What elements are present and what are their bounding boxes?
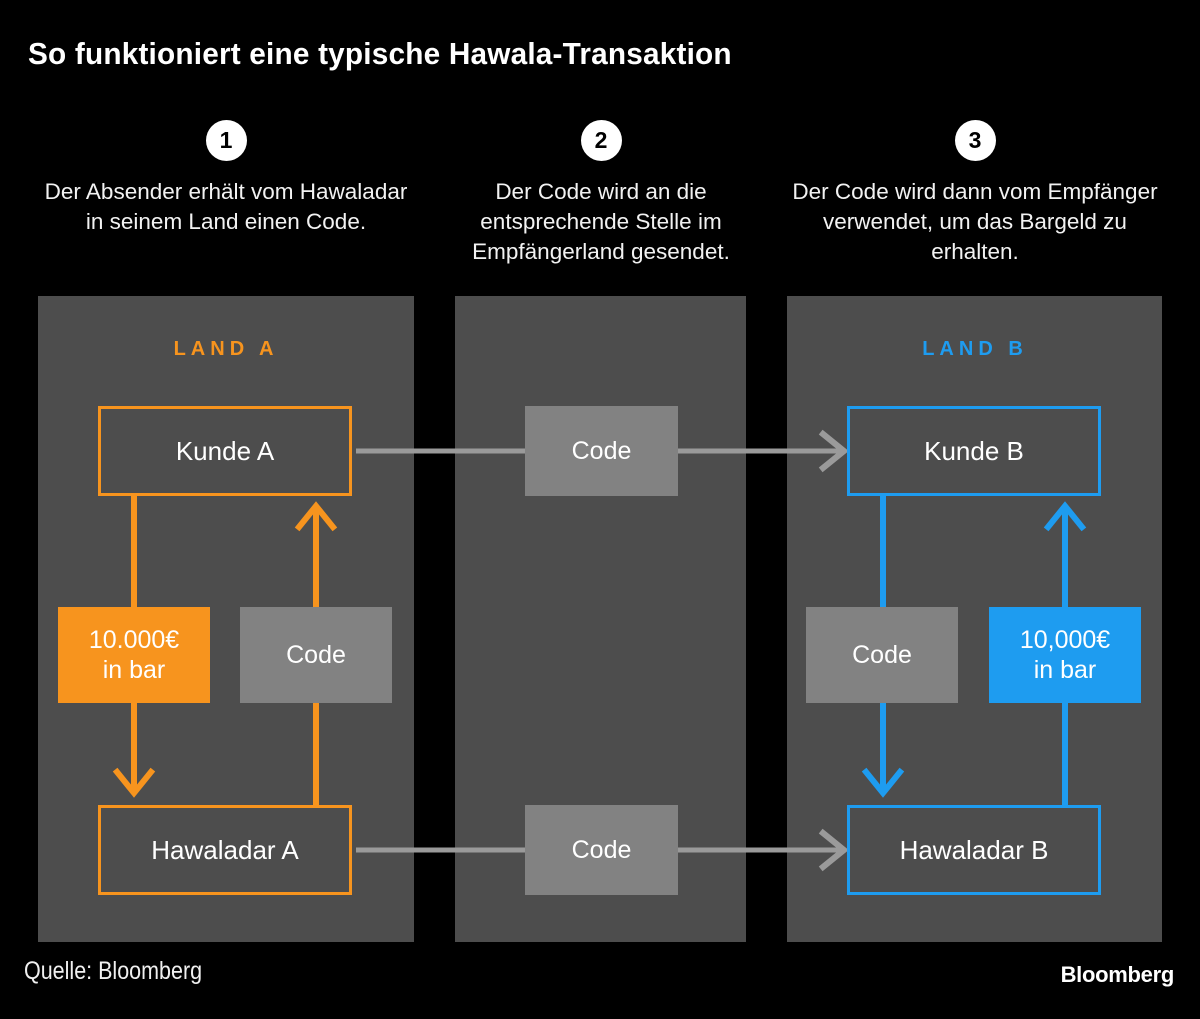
node-code-a-label: Code	[286, 640, 346, 669]
node-code-middle-top-label: Code	[571, 436, 632, 465]
node-code-middle-bottom-label: Code	[571, 835, 632, 864]
node-kunde-a-label: Kunde A	[175, 435, 275, 466]
node-code-middle-bottom[interactable]: Code	[525, 805, 678, 895]
step-1: 1 Der Absender erhält vom Hawaladar in s…	[40, 120, 412, 237]
step-2: 2 Der Code wird an die entsprechende Ste…	[455, 120, 747, 267]
country-label-a: LAND A	[173, 338, 279, 360]
step-2-text: Der Code wird an die entsprechende Stell…	[472, 179, 730, 264]
node-kunde-b[interactable]: Kunde B	[847, 406, 1101, 496]
node-hawaladar-a-label: Hawaladar A	[151, 834, 299, 865]
node-hawaladar-b-label: Hawaladar B	[899, 834, 1049, 865]
steps-row: 1 Der Absender erhält vom Hawaladar in s…	[0, 120, 1200, 285]
bloomberg-logo: Bloomberg	[1060, 962, 1175, 987]
node-code-b-label: Code	[852, 640, 912, 669]
node-hawaladar-b[interactable]: Hawaladar B	[847, 805, 1101, 895]
node-cash-b[interactable]: 10,000€ in bar	[989, 607, 1141, 703]
node-kunde-b-label: Kunde B	[924, 435, 1024, 466]
node-code-a[interactable]: Code	[240, 607, 392, 703]
node-cash-a[interactable]: 10.000€ in bar	[58, 607, 210, 703]
step-3: 3 Der Code wird dann vom Empfänger verwe…	[787, 120, 1163, 267]
node-cash-b-sub: in bar	[1033, 656, 1097, 684]
page-title: So funktioniert eine typische Hawala-Tra…	[28, 36, 732, 71]
node-kunde-a[interactable]: Kunde A	[98, 406, 352, 496]
step-1-badge: 1	[205, 120, 247, 161]
node-cash-a-sub: in bar	[102, 656, 166, 684]
node-hawaladar-a[interactable]: Hawaladar A	[98, 805, 352, 895]
country-label-b: LAND B	[922, 338, 1028, 360]
node-code-middle-top[interactable]: Code	[525, 406, 678, 496]
node-cash-a-amount: 10.000€	[88, 626, 180, 654]
step-1-text: Der Absender erhält vom Hawaladar in sei…	[44, 179, 408, 234]
step-3-text: Der Code wird dann vom Empfänger verwend…	[792, 179, 1158, 264]
node-code-b[interactable]: Code	[806, 607, 958, 703]
step-3-badge: 3	[954, 120, 996, 161]
node-cash-b-amount: 10,000€	[1019, 626, 1111, 654]
step-2-badge: 2	[580, 120, 622, 161]
source-credit: Quelle: Bloomberg	[24, 957, 203, 985]
